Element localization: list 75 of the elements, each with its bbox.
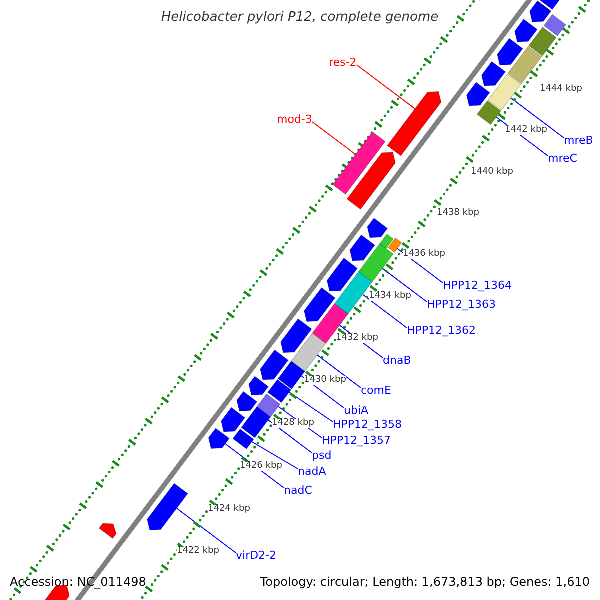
gene-pointer xyxy=(481,61,506,86)
tick-label: 1422 kbp xyxy=(177,547,220,556)
gene-pointer xyxy=(260,350,289,380)
tick-label: 1440 kbp xyxy=(471,168,514,177)
gene-bar xyxy=(256,394,281,418)
gene-label: HPP12_1364 xyxy=(443,280,512,291)
tick-label: 1428 kbp xyxy=(272,419,314,428)
gene-bar xyxy=(508,46,542,84)
gene-pointer xyxy=(326,258,358,292)
gene-pointer xyxy=(236,391,258,412)
tick-label: 1438 kbp xyxy=(437,209,480,218)
gene-bar xyxy=(332,132,386,195)
leader-line xyxy=(397,248,444,284)
gene-bar xyxy=(268,379,292,404)
tick-label: 1444 kbp xyxy=(540,85,582,94)
gene-bar xyxy=(544,14,566,36)
gene-label: ubiA xyxy=(344,405,369,416)
gene-pointer xyxy=(280,318,312,354)
gene-pointer xyxy=(466,82,490,106)
gene-bar xyxy=(528,27,557,56)
gene-label: HPP12_1357 xyxy=(322,435,392,446)
leader-line xyxy=(176,508,236,554)
gene-bar xyxy=(476,100,502,126)
gene-label: HPP12_1358 xyxy=(333,419,402,430)
footer-text: Topology: circular; Length: 1,673,813 bp; Genes: 1,610 xyxy=(260,576,590,588)
tick-label: 1434 kbp xyxy=(369,292,412,301)
leader-line xyxy=(356,64,416,110)
tick-label: 1442 kbp xyxy=(505,126,548,135)
tick-label: 1424 kbp xyxy=(208,505,250,514)
gene-label: res-2 xyxy=(329,57,357,68)
footer-text: Accession: NC_011498 xyxy=(10,576,146,588)
gene-pointer xyxy=(221,407,246,432)
leader-line xyxy=(288,392,334,422)
gene-pointer xyxy=(98,523,117,540)
gene-bar xyxy=(538,0,562,10)
gene-pointer xyxy=(304,287,336,322)
gene-pointer xyxy=(248,376,270,396)
gene-pointer xyxy=(346,152,396,210)
gene-bar xyxy=(488,74,522,111)
tick-label: 1436 kbp xyxy=(403,250,446,259)
gene-label: mreB xyxy=(564,135,594,146)
gene-label: HPP12_1363 xyxy=(427,299,496,310)
gene-label: HPP12_1362 xyxy=(407,325,476,336)
gene-pointer xyxy=(208,428,230,450)
gene-bar xyxy=(388,238,402,253)
gene-label: nadA xyxy=(298,466,326,477)
leader-line xyxy=(268,420,312,454)
gene-bar xyxy=(379,234,394,250)
gene-label: psd xyxy=(312,450,332,461)
gene-label: mreC xyxy=(548,153,578,164)
gene-bar xyxy=(232,428,254,450)
gene-label: mod-3 xyxy=(277,114,312,125)
tick-label: 1432 kbp xyxy=(336,334,378,343)
tick-label: 1430 kbp xyxy=(304,376,346,385)
leader-line xyxy=(382,268,428,302)
gene-label: dnaB xyxy=(383,355,412,366)
gene-label: virD2-2 xyxy=(236,550,277,561)
leader-line xyxy=(312,122,356,156)
title: Helicobacter pylori P12, complete genome xyxy=(160,11,440,24)
leader-line xyxy=(362,294,408,328)
tick-label: 1426 kbp xyxy=(240,462,282,471)
gene-label: comE xyxy=(361,385,392,396)
gene-pointer xyxy=(147,483,188,531)
gene-pointer xyxy=(514,19,538,42)
gene-pointer xyxy=(497,38,524,66)
gene-bar xyxy=(358,244,394,283)
gene-pointer xyxy=(367,218,388,238)
gene-pointer xyxy=(387,91,442,156)
gene-bar xyxy=(291,333,326,372)
gene-pointer xyxy=(350,234,376,262)
leader-line xyxy=(316,354,362,388)
gene-label: nadC xyxy=(284,485,312,496)
leader-line xyxy=(252,441,298,470)
leader-line xyxy=(510,98,564,138)
gene-bar xyxy=(278,360,306,390)
